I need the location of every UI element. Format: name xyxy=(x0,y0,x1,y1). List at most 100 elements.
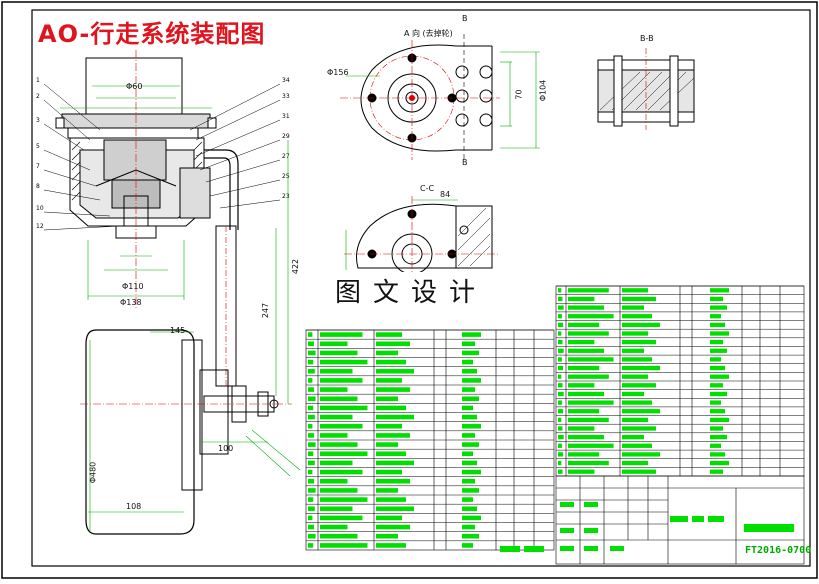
table-cell-fill xyxy=(710,348,727,353)
table-cell-fill xyxy=(376,368,414,374)
table-cell-fill xyxy=(568,314,614,319)
table-cell-fill xyxy=(558,452,564,457)
dim-d60: Φ60 xyxy=(126,82,143,91)
table-cell-fill xyxy=(568,374,609,379)
table-cell-fill xyxy=(622,314,652,319)
table-cell-fill xyxy=(462,405,473,411)
table-cell-fill xyxy=(462,423,481,429)
table-cell-fill xyxy=(462,497,473,502)
table-cell-fill xyxy=(376,488,398,493)
table-cell-fill xyxy=(462,506,477,512)
table-cell-fill xyxy=(558,288,562,293)
table-cell-fill xyxy=(320,341,348,347)
svg-text:23: 23 xyxy=(282,193,290,200)
table-cell-fill xyxy=(376,378,402,383)
table-cell-fill xyxy=(462,460,477,466)
table-cell-fill xyxy=(622,374,648,379)
table-cell-fill xyxy=(376,396,398,402)
view-a xyxy=(340,34,500,160)
table-cell-fill xyxy=(710,469,723,474)
table-cell-fill xyxy=(568,357,614,362)
svg-text:27: 27 xyxy=(282,153,290,160)
table-cell-fill xyxy=(622,400,652,405)
table-cell-fill xyxy=(558,305,564,310)
section-c-label: C-C xyxy=(420,184,435,193)
dim-84: 84 xyxy=(440,190,451,199)
table-cell-fill xyxy=(376,433,410,438)
table-cell-fill xyxy=(308,350,316,356)
dim-d156: Φ156 xyxy=(327,68,349,77)
table-cell-fill xyxy=(710,357,721,362)
leader-lines xyxy=(43,83,281,231)
table-cell-fill xyxy=(568,391,604,397)
table-cell-fill xyxy=(320,442,358,447)
table-cell-fill xyxy=(568,400,614,405)
table-cell-fill xyxy=(622,288,648,293)
table-cell-fill xyxy=(320,423,363,429)
table-cell-fill xyxy=(568,348,604,353)
table-cell-fill xyxy=(622,365,660,371)
table-cell-fill xyxy=(376,469,402,475)
table-cell-fill xyxy=(462,387,475,392)
title-block xyxy=(555,475,805,565)
drawing-title: AO-行走系统装配图 xyxy=(38,20,266,48)
table-cell-fill xyxy=(568,288,609,293)
table-cell-fill xyxy=(308,378,313,383)
table-cell-fill xyxy=(558,314,562,319)
table-cell-fill xyxy=(558,443,562,448)
table-cell-fill xyxy=(376,442,398,447)
table-cell-fill xyxy=(376,478,410,484)
table-cell-fill xyxy=(462,414,477,420)
table-cell-fill xyxy=(462,488,479,493)
table-cell-fill xyxy=(622,296,656,302)
table-cell-fill xyxy=(558,296,563,302)
table-cell-fill xyxy=(308,405,314,411)
table-cell-fill xyxy=(710,460,729,466)
table-cell-fill xyxy=(462,478,475,484)
svg-text:29: 29 xyxy=(282,133,290,140)
table-cell-fill xyxy=(308,543,314,548)
table-cell-fill xyxy=(376,497,406,502)
table-cell-fill xyxy=(320,396,358,402)
table-cell-fill xyxy=(320,460,353,466)
table-cell-fill xyxy=(558,374,562,379)
table-cell-fill xyxy=(558,400,562,405)
table-cell-fill xyxy=(308,515,313,521)
dim-108: 108 xyxy=(126,502,142,511)
table-cell-fill xyxy=(622,383,656,388)
table-cell-fill xyxy=(320,451,368,457)
table-cell-fill xyxy=(308,387,314,392)
table-cell-fill xyxy=(462,368,477,374)
table-cell-fill xyxy=(308,506,315,512)
table-cell-fill xyxy=(308,368,315,374)
main-assembly xyxy=(55,50,292,535)
svg-text:31: 31 xyxy=(282,113,290,120)
table-cell-fill xyxy=(568,383,595,388)
table-cell-fill xyxy=(710,339,723,345)
table-cell-fill xyxy=(568,365,600,371)
table-cell-fill xyxy=(710,417,729,423)
table-cell-fill xyxy=(710,365,725,371)
table-cell-fill xyxy=(568,452,600,457)
table-cell-fill xyxy=(462,433,475,438)
table-cell-fill xyxy=(462,341,475,347)
table-cell-fill xyxy=(320,350,358,356)
svg-text:12: 12 xyxy=(36,223,44,230)
table-cell-fill xyxy=(568,469,595,474)
table-cell-fill xyxy=(308,414,315,420)
table-cell-fill xyxy=(710,409,725,414)
section-c xyxy=(344,196,500,275)
table-cell-fill xyxy=(376,543,406,548)
table-cell-fill xyxy=(558,348,564,353)
table-cell-fill xyxy=(710,374,729,379)
table-cell-fill xyxy=(710,443,721,448)
table-cell-fill xyxy=(558,426,563,431)
table-cell-fill xyxy=(376,359,406,365)
table-cell-fill xyxy=(320,506,353,512)
table-cell-fill xyxy=(462,332,481,337)
table-cell-fill xyxy=(622,426,656,431)
table-cell-fill xyxy=(320,469,363,475)
table-cell-fill xyxy=(710,314,721,319)
table-cell-fill xyxy=(308,359,314,365)
